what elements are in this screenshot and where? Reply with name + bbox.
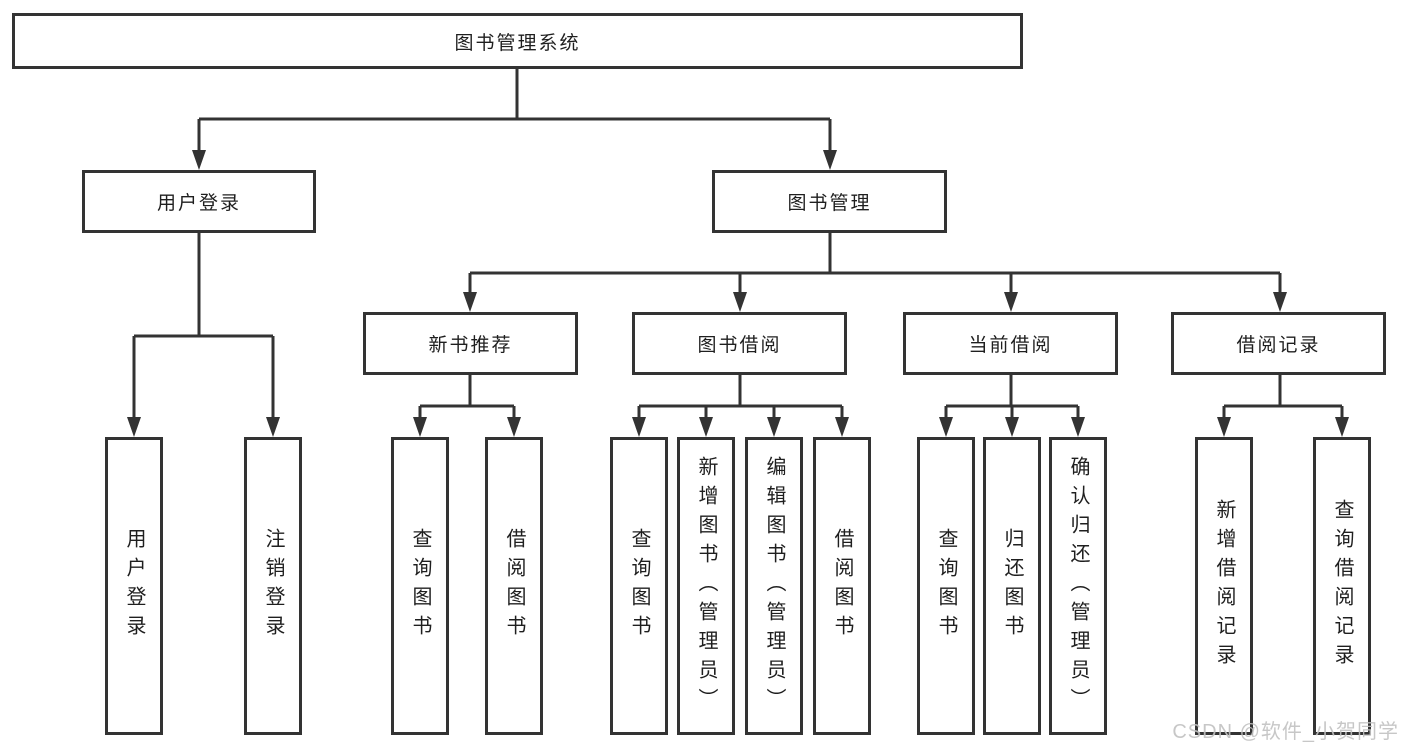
leaf-return-books: 归还图书 xyxy=(983,437,1041,735)
leaf-logout-label: 注销登录 xyxy=(262,528,284,644)
leaf-edit-books-admin: 编辑图书（管理员） xyxy=(745,437,803,735)
leaf-edit-books-admin-label: 编辑图书（管理员） xyxy=(763,455,785,717)
node-book-management-label: 图书管理 xyxy=(787,193,872,214)
leaf-confirm-return-admin: 确认归还（管理员） xyxy=(1049,437,1107,735)
node-borrow-records-label: 借阅记录 xyxy=(1236,335,1321,356)
leaf-add-borrow-record: 新增借阅记录 xyxy=(1195,437,1253,735)
leaf-query-books-recommend: 查询图书 xyxy=(391,437,449,735)
leaf-add-borrow-record-label: 新增借阅记录 xyxy=(1213,499,1235,673)
node-new-book-recommend: 新书推荐 xyxy=(363,312,578,375)
node-user-login: 用户登录 xyxy=(82,170,316,233)
node-user-login-label: 用户登录 xyxy=(156,193,241,214)
leaf-borrow-books-label: 借阅图书 xyxy=(831,528,853,644)
leaf-logout: 注销登录 xyxy=(244,437,302,735)
leaf-query-borrow-record-label: 查询借阅记录 xyxy=(1331,499,1353,673)
leaf-borrow-books-recommend: 借阅图书 xyxy=(485,437,543,735)
node-new-book-recommend-label: 新书推荐 xyxy=(428,335,513,356)
csdn-watermark: CSDN @软件_小贺同学 xyxy=(1172,721,1399,743)
leaf-add-books-admin: 新增图书（管理员） xyxy=(677,437,735,735)
leaf-query-books-borrow-label: 查询图书 xyxy=(628,528,650,644)
leaf-query-books-current-label: 查询图书 xyxy=(935,528,957,644)
node-root: 图书管理系统 xyxy=(12,13,1023,69)
node-book-borrow-label: 图书借阅 xyxy=(697,335,782,356)
leaf-borrow-books: 借阅图书 xyxy=(813,437,871,735)
leaf-query-books-recommend-label: 查询图书 xyxy=(409,528,431,644)
leaf-return-books-label: 归还图书 xyxy=(1001,528,1023,644)
leaf-confirm-return-admin-label: 确认归还（管理员） xyxy=(1067,455,1089,717)
node-book-borrow: 图书借阅 xyxy=(632,312,847,375)
leaf-user-login: 用户登录 xyxy=(105,437,163,735)
leaf-user-login-label: 用户登录 xyxy=(123,528,145,644)
leaf-query-borrow-record: 查询借阅记录 xyxy=(1313,437,1371,735)
node-book-management: 图书管理 xyxy=(712,170,947,233)
leaf-query-books-borrow: 查询图书 xyxy=(610,437,668,735)
leaf-borrow-books-recommend-label: 借阅图书 xyxy=(503,528,525,644)
node-root-label: 图书管理系统 xyxy=(454,32,581,54)
node-borrow-records: 借阅记录 xyxy=(1171,312,1386,375)
node-current-borrow-label: 当前借阅 xyxy=(968,335,1053,356)
node-current-borrow: 当前借阅 xyxy=(903,312,1118,375)
leaf-add-books-admin-label: 新增图书（管理员） xyxy=(695,455,717,717)
leaf-query-books-current: 查询图书 xyxy=(917,437,975,735)
